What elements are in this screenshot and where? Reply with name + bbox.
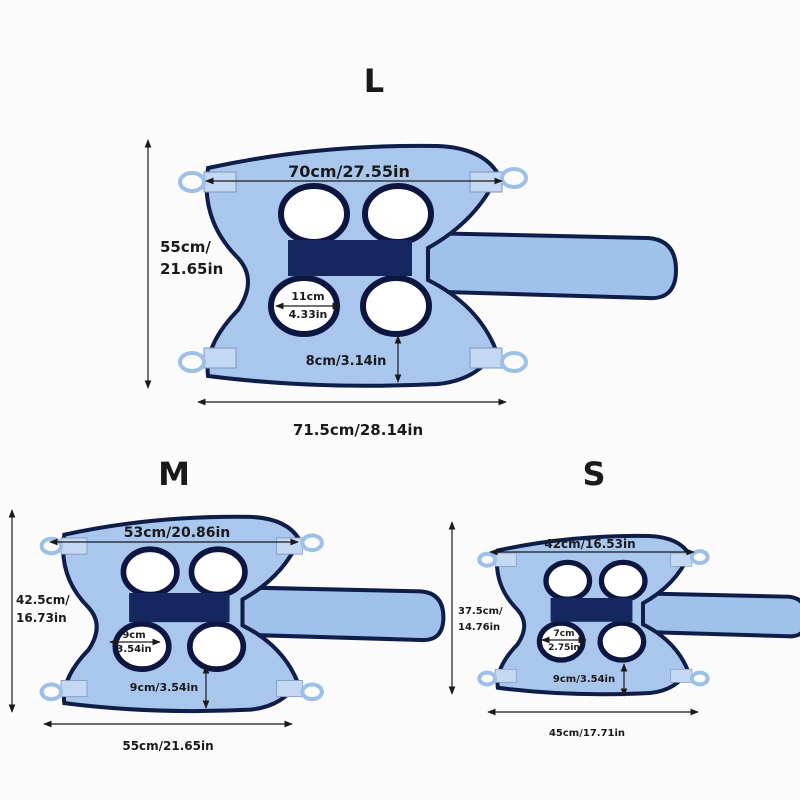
size-m-length-label: 55cm/21.65in <box>122 739 213 753</box>
size-m-corner-bl <box>60 680 88 698</box>
size-m-gap-label: 9cm/3.54in <box>130 681 198 694</box>
size-s-hole-line1: 7cm <box>554 629 575 639</box>
size-l-hole-tr <box>362 183 434 245</box>
size-m-center-band <box>129 593 230 623</box>
size-l-label: L <box>364 62 384 100</box>
size-l-hole-line1: 11cm <box>291 290 324 303</box>
size-l-length-label: 71.5cm/28.14in <box>293 421 423 439</box>
size-s-panel: S 37.5cm/ 14.76in 42cm/16.53in 7cm 2.75i… <box>448 455 800 739</box>
size-m-hole-line1: 9cm <box>122 630 145 641</box>
size-s-gap-label: 9cm/3.54in <box>553 674 615 685</box>
size-s-corner-bl <box>494 668 517 683</box>
size-s-sling-pad <box>477 533 800 697</box>
size-l-gap-label: 8cm/3.14in <box>306 354 387 369</box>
size-l-strap <box>376 229 679 301</box>
size-s-width-label: 42cm/16.53in <box>544 537 635 551</box>
size-s-corner-tr <box>670 552 693 567</box>
size-s-center-band <box>550 598 633 622</box>
size-s-label: S <box>582 455 605 493</box>
size-s-corner-br <box>670 668 693 683</box>
size-s-hole-tr <box>598 559 648 602</box>
size-l-center-band <box>288 240 412 276</box>
size-m-corner-tl <box>60 537 88 555</box>
size-m-width-label: 53cm/20.86in <box>124 525 231 541</box>
size-m-height-line2: 16.73in <box>16 611 67 625</box>
size-s-length-label: 45cm/17.71in <box>549 728 625 739</box>
size-l-corner-tr <box>469 171 503 193</box>
size-l-width-label: 70cm/27.55in <box>288 162 410 181</box>
size-m-height-line1: 42.5cm/ <box>16 593 70 607</box>
size-s-ring-br <box>689 670 710 687</box>
size-l-hole-tl <box>278 183 350 245</box>
size-m-sling-pad <box>39 514 446 714</box>
size-m-hole-br <box>187 620 247 672</box>
size-l-hole-br <box>360 275 432 337</box>
size-m-ring-br <box>300 682 324 702</box>
size-l-corner-tl <box>203 171 237 193</box>
size-l-height-line2: 21.65in <box>160 260 223 278</box>
size-s-ring-tl <box>477 551 498 568</box>
size-m-corner-br <box>276 680 303 698</box>
size-m-hole-tl <box>120 546 180 598</box>
size-l-ring-tl <box>178 171 206 193</box>
size-m-hole-line2: 3.54in <box>116 644 151 655</box>
size-l-ring-bl <box>178 351 206 373</box>
size-m-ring-bl <box>39 682 64 702</box>
size-m-ring-tr <box>300 533 324 553</box>
size-m-hole-bl <box>112 620 172 672</box>
size-m-corner-tr <box>276 537 303 555</box>
size-s-height-line1: 37.5cm/ <box>458 606 503 617</box>
size-l-ring-tr <box>500 167 528 189</box>
size-l-hole-line2: 4.33in <box>289 308 328 321</box>
size-m-label: M <box>158 455 190 493</box>
size-l-ring-br <box>500 351 528 373</box>
size-s-hole-br <box>597 620 647 663</box>
size-m-strap <box>199 584 446 643</box>
size-s-corner-tl <box>494 552 517 567</box>
size-l-corner-br <box>469 347 503 369</box>
size-s-ring-bl <box>477 670 498 687</box>
size-m-panel: M 42.5cm/ 16.73in 53cm/20.86in 9cm 3.54i… <box>8 455 446 753</box>
size-s-height-line2: 14.76in <box>458 622 500 633</box>
size-s-hole-line2: 2.75in <box>548 643 580 653</box>
size-s-ring-tr <box>689 549 710 566</box>
size-l-panel: L 55cm/ 21.65in <box>144 62 679 439</box>
size-s-strap <box>608 590 800 639</box>
size-l-corner-bl <box>203 347 237 369</box>
size-l-sling-pad <box>178 143 679 388</box>
size-m-ring-tl <box>39 536 64 556</box>
size-m-hole-tr <box>188 546 248 598</box>
size-l-height-line1: 55cm/ <box>160 238 211 256</box>
size-s-hole-tl <box>543 559 593 602</box>
